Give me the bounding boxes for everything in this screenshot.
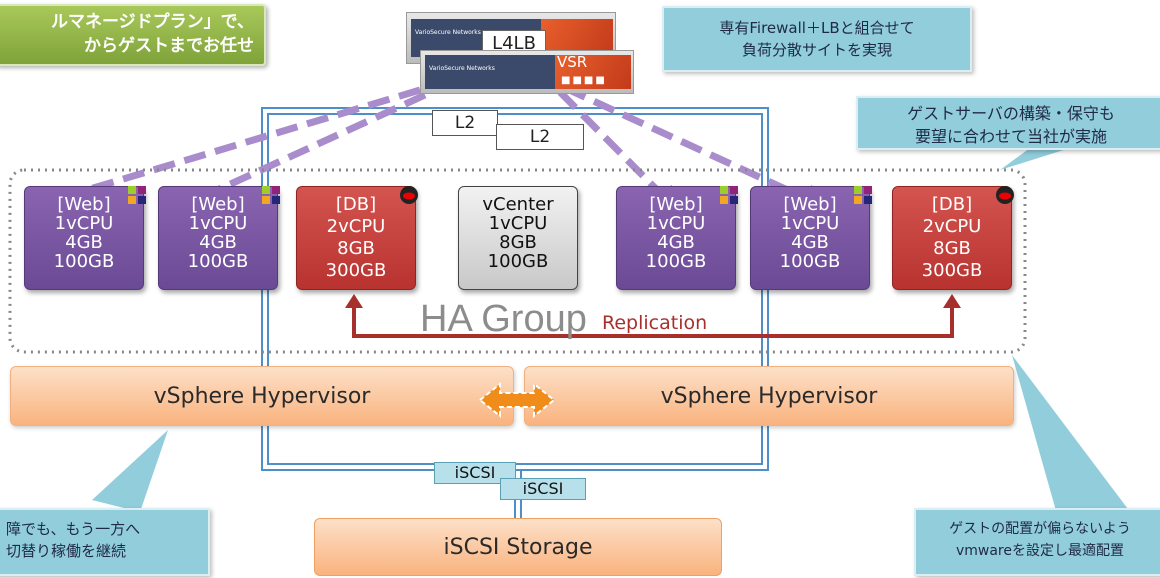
vm-role: [Web] [783,194,837,215]
vm-mem: 4GB [65,232,103,253]
placement-line1: ゲストの配置が偏らないよう [949,521,1131,537]
iscsi-tag-2: iSCSI [500,478,586,500]
failover-callout: 障でも、もう一方へ 切替り稼働を継続 [0,508,210,576]
centos-icon [128,186,146,204]
vm-disk: 300GB [325,260,387,281]
vm-cpu: 1vCPU [646,213,706,234]
hypervisor-right-label: vSphere Hypervisor [660,383,878,409]
vm-cpu: 2vCPU [922,216,982,237]
vm-mem: 8GB [933,238,971,259]
vsr-stripe [555,55,631,89]
centos-icon [720,186,738,204]
centos-icon [854,186,872,204]
iscsi-tag-1: iSCSI [434,462,516,484]
ha-group-label: HA Group [420,298,587,340]
hypervisor-left: vSphere Hypervisor [10,366,514,426]
l4lb-vendor-text: VarioSecure Networks [415,29,481,36]
vm-cpu: 1vCPU [780,213,840,234]
vm-role: [Web] [57,194,111,215]
vm-db-2: [DB] 2vCPU 8GB 300GB [892,186,1014,290]
guest-build-callout: ゲストサーバの構築・保守も 要望に合わせて当社が実施 [856,96,1160,150]
vm-disk: 100GB [53,251,115,272]
vsr-vendor-text: VarioSecure Networks [429,65,495,72]
vm-mem: 8GB [499,232,537,253]
vm-disk: 100GB [779,251,841,272]
centos-icon [262,186,280,204]
vm-disk: 300GB [921,260,983,281]
vm-role: [Web] [191,194,245,215]
vm-mem: 4GB [657,232,695,253]
vsr-label: VSR [557,53,588,71]
vsr-appliance: VarioSecure Networks VSR ■■■■ [420,50,634,94]
firewall-lb-callout: 専有Firewall＋LBと組合せて 負荷分散サイトを実現 [662,6,972,72]
vm-web-3: [Web] 1vCPU 4GB 100GB [616,186,738,290]
failover-line1: 障でも、もう一方へ [6,520,141,538]
vm-mem: 8GB [337,238,375,259]
guest-build-line2: 要望に合わせて当社が実施 [914,127,1107,146]
vm-disk: 100GB [645,251,707,272]
l2-switch-2: L2 [496,124,584,150]
vm-disk: 100GB [487,251,549,272]
managed-plan-line2: からゲストまでお任せ [84,36,254,56]
redhat-icon [996,186,1014,204]
l2-switch-1: L2 [432,110,498,136]
iscsi-storage-label: iSCSI Storage [443,534,593,560]
vm-vcenter: vCenter 1vCPU 8GB 100GB [458,186,578,290]
managed-plan-line1: ルマネージドプラン」で、 [51,12,254,32]
vm-cpu: 1vCPU [188,213,248,234]
vm-web-4: [Web] 1vCPU 4GB 100GB [750,186,872,290]
vm-cpu: 1vCPU [54,213,114,234]
hypervisor-left-label: vSphere Hypervisor [153,383,371,409]
placement-line2: vmwareを設定し最適配置 [955,543,1124,559]
failover-arrow-icon [478,381,556,419]
vsr-front-panel [425,55,555,89]
vm-disk: 100GB [187,251,249,272]
placement-callout: ゲストの配置が偏らないよう vmwareを設定し最適配置 [914,508,1160,576]
vm-role: [Web] [649,194,703,215]
firewall-lb-line2: 負荷分散サイトを実現 [741,41,892,59]
hypervisor-right: vSphere Hypervisor [524,366,1014,426]
replication-label: Replication [602,312,708,334]
vm-web-1: [Web] 1vCPU 4GB 100GB [24,186,146,290]
redhat-icon [400,186,418,204]
vm-mem: 4GB [791,232,829,253]
vm-mem: 4GB [199,232,237,253]
guest-build-line1: ゲストサーバの構築・保守も [907,104,1115,123]
vm-cpu: 2vCPU [326,216,386,237]
vm-cpu: 1vCPU [488,213,548,234]
vsr-ports: ■■■■ [561,75,607,86]
managed-plan-callout: ルマネージドプラン」で、 からゲストまでお任せ [0,4,266,66]
vm-role: [DB] [931,194,973,215]
iscsi-storage: iSCSI Storage [314,518,722,576]
vm-role: vCenter [482,194,554,215]
firewall-lb-line1: 専有Firewall＋LBと組合せて [719,19,915,37]
failover-line2: 切替り稼働を継続 [6,542,127,560]
vm-role: [DB] [335,194,377,215]
vm-db-1: [DB] 2vCPU 8GB 300GB [296,186,418,290]
vm-web-2: [Web] 1vCPU 4GB 100GB [158,186,280,290]
